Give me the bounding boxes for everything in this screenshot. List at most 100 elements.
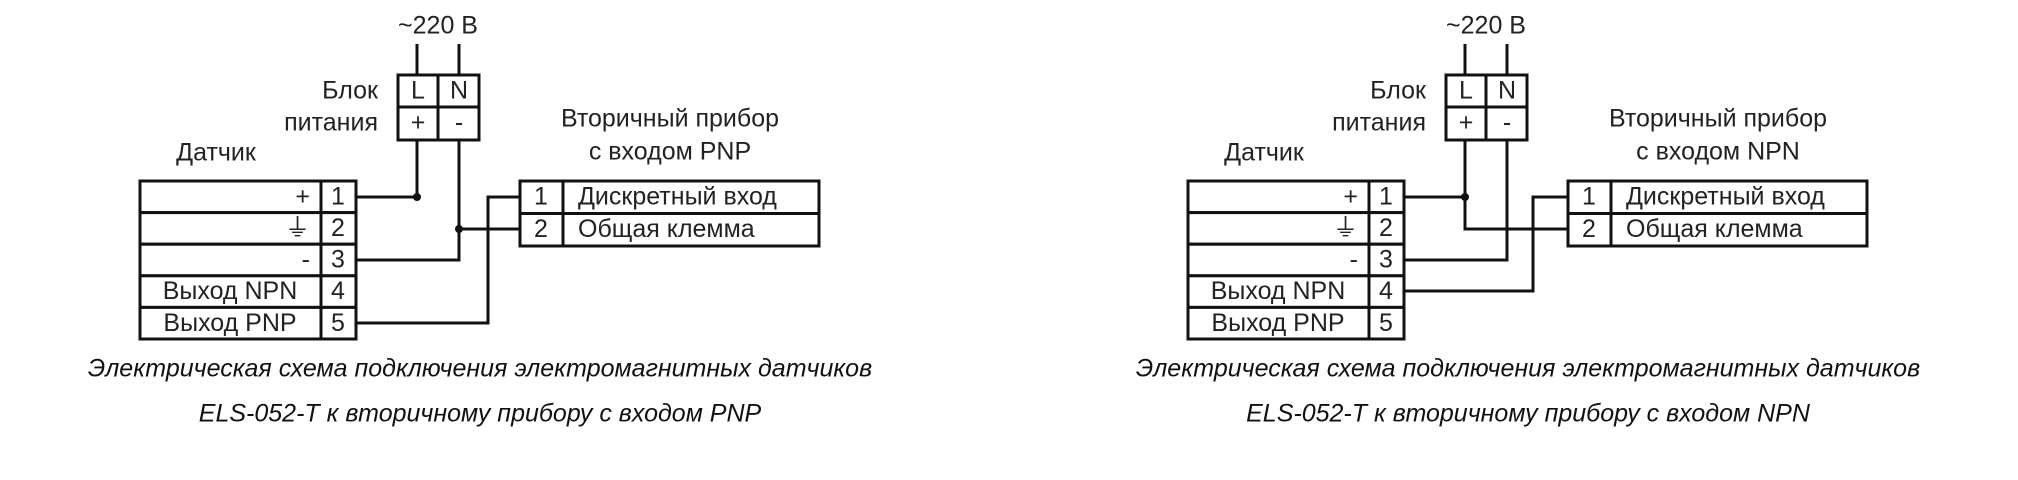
cell xyxy=(138,179,323,215)
sensor-row-label: - xyxy=(302,246,310,274)
caption: Электрическая схема подключения электром… xyxy=(88,355,872,383)
device-row-label: Общая клемма xyxy=(578,215,755,243)
sensor-row-number: 5 xyxy=(331,309,345,337)
device-title: Вторичный прибор xyxy=(561,105,779,133)
cell xyxy=(518,212,565,248)
caption: Электрическая схема подключения электром… xyxy=(1136,355,1920,383)
wire-plus xyxy=(356,140,419,199)
device-row-number: 1 xyxy=(534,183,548,211)
sensor-row-number: 2 xyxy=(1379,214,1393,242)
sensor-row-number: 1 xyxy=(331,182,345,210)
sensor-row: Выход PNP 5 xyxy=(138,305,358,341)
device-title: Вторичный прибор xyxy=(1609,105,1827,133)
wire-npn-output xyxy=(1404,195,1568,293)
sensor-row-label: Выход PNP xyxy=(163,309,296,337)
sensor-row-number: 1 xyxy=(1379,182,1393,210)
sensor-row-number: 4 xyxy=(1379,277,1393,305)
cell xyxy=(1609,179,1869,215)
sensor-title: Датчик xyxy=(176,139,257,167)
cell xyxy=(561,179,821,215)
sensor-title: Датчик xyxy=(1224,139,1305,167)
terminal-plus: + xyxy=(1459,109,1474,137)
terminal-n: N xyxy=(1498,77,1516,105)
supply-label: ~220 В xyxy=(1446,12,1526,40)
sensor-row: Выход NPN 4 xyxy=(138,274,358,309)
terminal-minus: - xyxy=(1503,109,1511,137)
sensor-row-number: 4 xyxy=(331,277,345,305)
sensor-row-number: 3 xyxy=(331,246,345,274)
sensor-row-label: Выход NPN xyxy=(163,277,298,305)
terminal-plus: + xyxy=(411,109,426,137)
device-title: с входом PNP xyxy=(589,138,751,166)
device-row-label: Дискретный вход xyxy=(1626,183,1825,211)
power-block-title: Блок xyxy=(322,77,379,105)
sensor-row: +1 xyxy=(138,179,358,215)
power-block-title: питания xyxy=(284,109,378,137)
device-row: 1 Дискретный вход xyxy=(518,179,821,215)
device-row: 2 Общая клемма xyxy=(1566,212,1869,248)
cell xyxy=(1367,274,1406,309)
sensor-row-label: - xyxy=(1350,246,1358,274)
sensor-row-label: Выход NPN xyxy=(1211,277,1346,305)
device-row: 1 Дискретный вход xyxy=(1566,179,1869,215)
device-row-number: 2 xyxy=(1582,215,1596,243)
cell xyxy=(319,274,358,309)
wire-plus-common xyxy=(1463,140,1568,231)
terminal-minus: - xyxy=(455,109,463,137)
device-row-number: 2 xyxy=(534,215,548,243)
sensor-row-label: + xyxy=(1343,182,1358,210)
junction-dot xyxy=(455,225,463,233)
wire-pnp-output xyxy=(356,195,520,325)
cell xyxy=(561,212,821,248)
supply-label: ~220 В xyxy=(398,12,478,40)
cell xyxy=(138,242,323,278)
sensor-row-label: Выход PNP xyxy=(1211,309,1344,337)
cell xyxy=(1186,179,1371,215)
sensor-row-number: 5 xyxy=(1379,309,1393,337)
junction-dot xyxy=(413,193,421,201)
ground-icon: ⏚ xyxy=(285,214,310,242)
cell xyxy=(1186,242,1371,278)
device-title: с входом NPN xyxy=(1636,138,1800,166)
caption: ELS-052-T к вторичному прибору с входом … xyxy=(199,400,762,428)
ground-icon: ⏚ xyxy=(1333,214,1358,242)
power-block-title: питания xyxy=(1332,109,1426,137)
terminal-l: L xyxy=(411,77,425,105)
device-row-label: Дискретный вход xyxy=(578,183,777,211)
cell xyxy=(518,179,565,215)
sensor-row-number: 2 xyxy=(331,214,345,242)
terminal-l: L xyxy=(1459,77,1473,105)
sensor-row-label: + xyxy=(295,182,310,210)
cell xyxy=(1367,179,1406,215)
power-block-title: Блок xyxy=(1370,77,1427,105)
cell xyxy=(138,211,323,246)
sensor-row: -3 xyxy=(1186,242,1406,278)
wire-minus xyxy=(356,140,461,262)
device-row: 2 Общая клемма xyxy=(518,212,821,248)
sensor-row: Выход NPN 4 xyxy=(1186,274,1406,309)
cell xyxy=(1367,242,1406,278)
junction-dot xyxy=(1461,193,1469,201)
cell xyxy=(1367,305,1406,341)
device-row-number: 1 xyxy=(1582,183,1596,211)
sensor-row: +1 xyxy=(1186,179,1406,215)
device-terminal-table: 1 Дискретный вход 2 Общая клемма xyxy=(518,179,821,248)
terminal-n: N xyxy=(450,77,468,105)
sensor-row: -3 xyxy=(138,242,358,278)
cell xyxy=(1609,212,1869,248)
sensor-row: Выход PNP 5 xyxy=(1186,305,1406,341)
wire-minus xyxy=(1404,140,1509,262)
sensor-row-number: 3 xyxy=(1379,246,1393,274)
sensor-row: ⏚2 xyxy=(138,211,358,246)
sensor-row: ⏚2 xyxy=(1186,211,1406,246)
device-row-label: Общая клемма xyxy=(1626,215,1803,243)
caption: ELS-052-T к вторичному прибору с входом … xyxy=(1246,400,1811,428)
cell xyxy=(138,274,323,309)
